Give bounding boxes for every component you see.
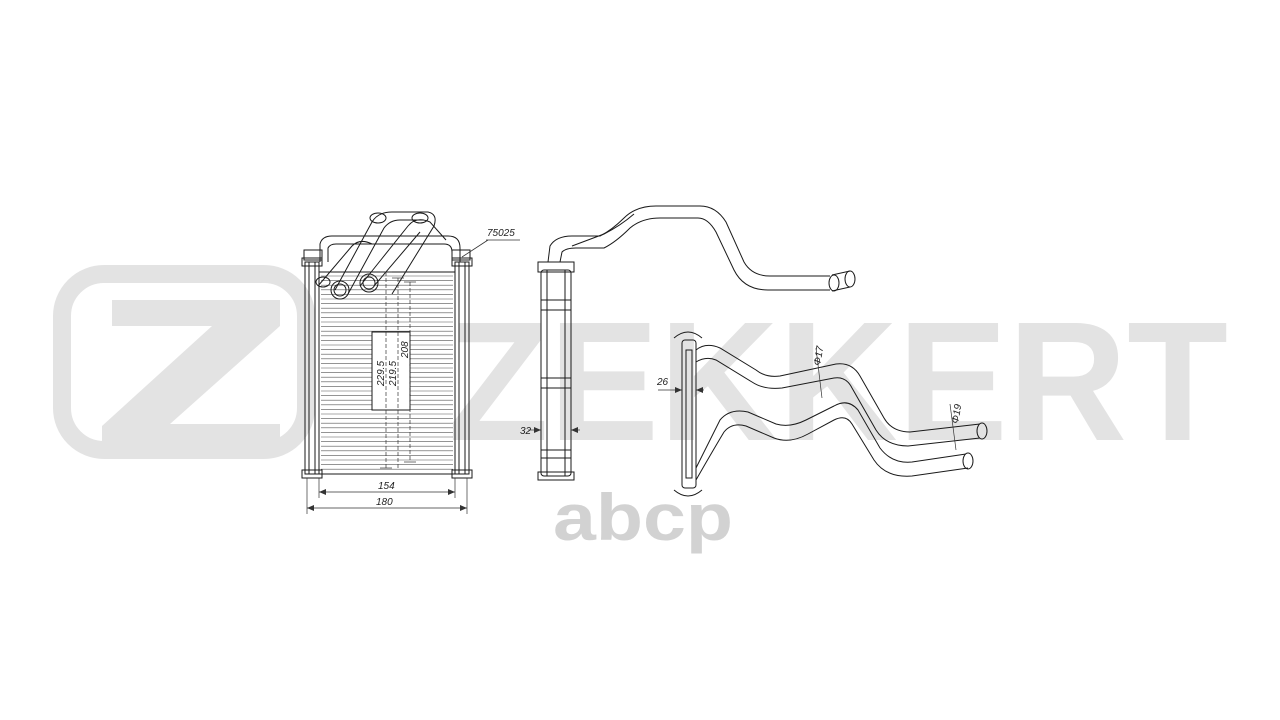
dimension-core-height-inner: 208 (400, 341, 411, 359)
zekkert-logo-icon (53, 265, 315, 459)
dimension-tank-depth: 26 (656, 377, 669, 388)
dimension-core-height-outer: 229.5 (376, 361, 387, 387)
front-view-pipe-port-left (330, 280, 350, 300)
rear-view-pipe-upper (695, 344, 981, 433)
dimension-overall-width: 180 (376, 497, 393, 508)
dimension-core-width: 154 (378, 481, 395, 492)
dimension-thickness: 32 (520, 426, 532, 437)
front-view (301, 211, 473, 479)
dimension-core-height-mid: 219.5 (388, 361, 399, 387)
rear-view-tank (681, 339, 697, 489)
dimension-pipe-diameter-large: Φ19 (950, 403, 964, 425)
tank-depth-dimension (658, 387, 704, 393)
part-code-label: 75025 (487, 228, 515, 239)
width-dimensions (306, 478, 468, 514)
zekkert-watermark: ZEKKERT (53, 265, 1228, 477)
dimension-pipe-diameter-small: Φ17 (812, 345, 826, 367)
front-view-label-plate (371, 331, 411, 411)
rear-view (673, 331, 988, 497)
front-view-pipe-port-right (359, 273, 379, 293)
side-view (537, 205, 856, 481)
thickness-dimension (528, 427, 580, 433)
pipe-diameter-dimensions (815, 347, 957, 451)
zekkert-brand-lettering: ZEKKERT (448, 287, 1228, 477)
height-dimensions (380, 271, 416, 469)
rear-view-pipe-lower (695, 402, 967, 469)
part-code-callout: 75025 (461, 228, 520, 258)
side-view-pipe (547, 205, 830, 277)
abcp-logo: abcp (553, 480, 733, 554)
